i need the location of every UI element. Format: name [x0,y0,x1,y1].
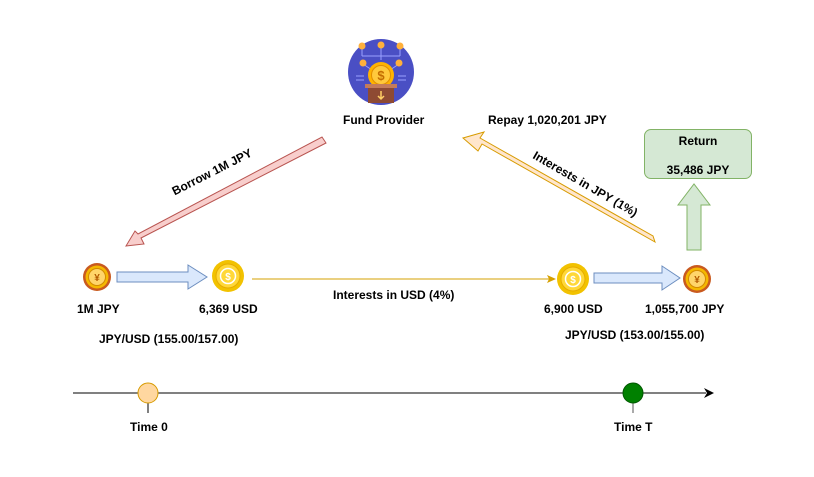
convert-arrow-right [593,265,681,291]
right-jpy-label: 1,055,700 JPY [645,302,725,316]
svg-text:$: $ [377,68,385,83]
fund-provider-label: Fund Provider [343,113,425,127]
left-usd-label: 6,369 USD [199,302,258,316]
return-value: 35,486 JPY [666,163,730,177]
yen-coin-icon-right: ¥ [683,265,711,293]
timeline [73,382,714,413]
interest-usd-label: Interests in USD (4%) [333,288,455,302]
interest-usd-arrow [252,275,556,283]
return-arrow [676,183,712,251]
left-jpy-label: 1M JPY [77,302,120,316]
return-box: Return 35,486 JPY [644,129,752,179]
svg-text:$: $ [570,275,576,286]
left-fx-label: JPY/USD (155.00/157.00) [99,332,239,346]
time-0-marker [137,382,159,404]
borrow-arrow [125,136,327,247]
interest-jpy-arrow [461,131,656,244]
convert-arrow-left [116,264,208,290]
svg-text:$: $ [225,272,231,283]
time-t-label: Time T [614,420,653,434]
yen-coin-icon: ¥ [83,263,111,291]
usd-coin-icon: $ [212,260,244,292]
svg-text:¥: ¥ [94,273,100,284]
right-fx-label: JPY/USD (153.00/155.00) [565,328,705,342]
fund-provider-icon: $ [348,39,414,105]
time-t-marker [622,382,644,404]
usd-coin-icon-right: $ [557,263,589,295]
repay-label: Repay 1,020,201 JPY [488,113,607,127]
return-title: Return [678,134,718,148]
time-0-label: Time 0 [130,420,168,434]
svg-text:¥: ¥ [694,275,700,286]
right-usd-label: 6,900 USD [544,302,603,316]
